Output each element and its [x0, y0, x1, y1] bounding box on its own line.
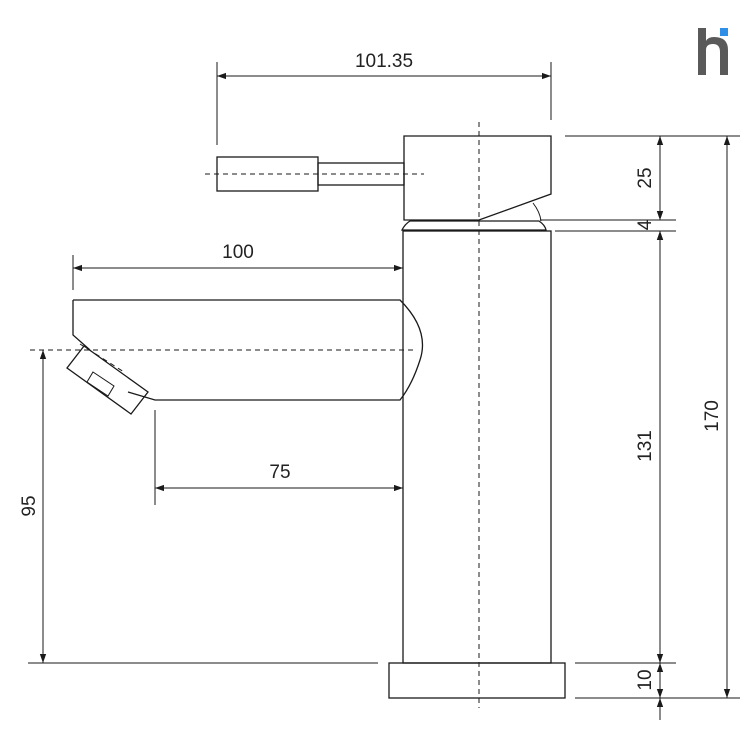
logo-arch: [706, 37, 728, 75]
label-total-height: 170: [702, 400, 723, 432]
faucet-body: [388, 230, 566, 699]
base-plate: [388, 662, 566, 699]
dimension-labels: 101.35 100 75 95 25 4 131 10 170: [19, 51, 723, 691]
label-outlet-reach: 75: [269, 462, 290, 483]
dimension-lines: [39, 72, 731, 720]
cap-sweep: [532, 202, 542, 222]
aerator: [66, 345, 149, 415]
label-handle-height: 25: [635, 167, 656, 188]
spout: [66, 299, 424, 415]
logo-stem: [698, 28, 706, 75]
aerator-detail: [86, 371, 115, 397]
lever-handle: [216, 135, 552, 231]
spout-top-bevel: [72, 300, 91, 351]
center-lines: [30, 122, 480, 708]
extension-lines: [28, 62, 740, 699]
lever-cap: [403, 135, 552, 221]
label-handle-reach: 101.35: [355, 51, 413, 72]
logo-dot: [720, 28, 728, 36]
label-outlet-height: 95: [19, 495, 40, 516]
label-spout-length: 100: [222, 242, 254, 263]
body-column: [402, 230, 552, 664]
cartridge-collar: [400, 220, 547, 231]
label-body-height: 131: [635, 430, 656, 462]
brand-logo: [698, 28, 728, 75]
label-handle-gap: 4: [635, 219, 656, 230]
label-base-height: 10: [635, 669, 656, 690]
